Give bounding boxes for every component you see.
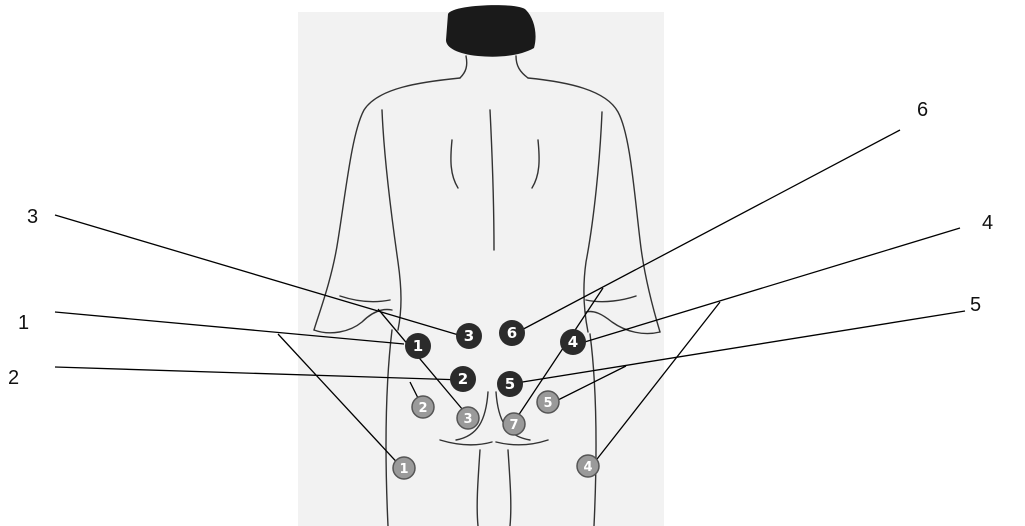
- svg-text:2: 2: [418, 401, 427, 416]
- point-dark-1: 1: [405, 333, 431, 359]
- svg-text:6: 6: [507, 324, 517, 342]
- point-light-7: 7: [503, 413, 525, 435]
- point-dark-3: 3: [456, 323, 482, 349]
- point-dark-6: 6: [499, 320, 525, 346]
- svg-text:4: 4: [583, 460, 592, 475]
- callout-label-2: 2: [8, 367, 19, 389]
- callout-label-5: 5: [970, 294, 981, 316]
- point-dark-4: 4: [560, 329, 586, 355]
- svg-text:1: 1: [399, 462, 408, 477]
- point-dark-5: 5: [497, 371, 523, 397]
- point-light-3: 3: [457, 407, 479, 429]
- point-light-2: 2: [412, 396, 434, 418]
- svg-text:5: 5: [543, 396, 552, 411]
- point-light-5: 5: [537, 391, 559, 413]
- svg-text:1: 1: [413, 337, 423, 355]
- point-light-4: 4: [577, 455, 599, 477]
- callout-label-4: 4: [982, 212, 993, 234]
- point-dark-2: 2: [450, 366, 476, 392]
- figure-background: [298, 12, 664, 526]
- callout-label-1: 1: [18, 312, 29, 334]
- callout-label-3: 3: [27, 206, 38, 228]
- svg-text:3: 3: [464, 327, 474, 345]
- svg-text:7: 7: [509, 418, 518, 433]
- hair: [446, 5, 536, 57]
- svg-text:3: 3: [463, 412, 472, 427]
- point-light-1: 1: [393, 457, 415, 479]
- svg-text:5: 5: [505, 375, 515, 393]
- callout-label-6: 6: [917, 99, 928, 121]
- svg-text:4: 4: [568, 333, 578, 351]
- svg-text:2: 2: [458, 370, 468, 388]
